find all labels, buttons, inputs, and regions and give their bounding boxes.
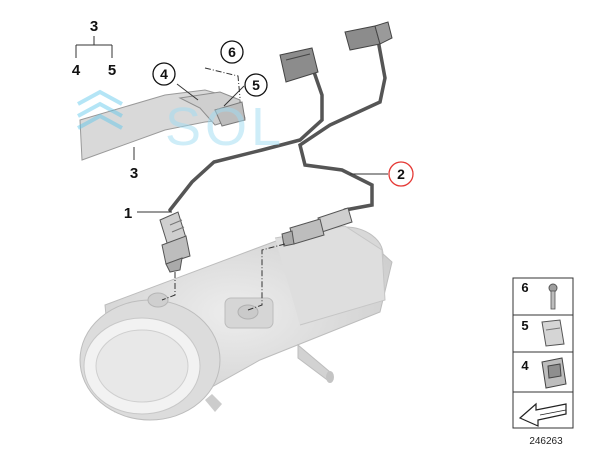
- legend-item-6-label: 6: [521, 280, 528, 295]
- callout-3: 3: [130, 165, 138, 182]
- watermark-text: SOL: [165, 97, 285, 157]
- callout-2-circled: 2: [388, 161, 414, 187]
- bolt-icon: [548, 283, 558, 310]
- svg-text:6: 6: [228, 44, 236, 60]
- group-bracket-lines: [75, 36, 113, 58]
- bracket-part: [79, 89, 246, 161]
- callout-group-3: 3: [90, 18, 98, 35]
- callout-5-circled: 5: [244, 73, 268, 97]
- clip-icon: [541, 319, 565, 347]
- legend-panel: 6 5 4: [512, 277, 574, 429]
- nut-clip-icon: [541, 357, 567, 389]
- watermark-logo: [77, 89, 123, 130]
- sensor-1-connector: [279, 47, 319, 83]
- callout-group-5: 5: [108, 62, 116, 79]
- sensor-2-cable: [298, 38, 387, 212]
- svg-text:5: 5: [252, 77, 260, 93]
- leader-lines: [133, 83, 388, 213]
- callout-6-circled: 6: [220, 40, 244, 64]
- sensor-2-connector: [344, 21, 393, 51]
- svg-text:4: 4: [160, 66, 168, 82]
- arrow-icon: [518, 402, 567, 427]
- callout-group-4: 4: [72, 62, 81, 79]
- diagram-number: 246263: [529, 436, 563, 447]
- catalytic-converter: [79, 225, 393, 421]
- legend-item-5-label: 5: [521, 318, 528, 333]
- svg-text:2: 2: [397, 166, 405, 182]
- sensor-1-cable: [168, 70, 324, 212]
- oxygen-sensor-2: [281, 207, 353, 247]
- callout-1: 1: [124, 205, 132, 222]
- callout-4-circled: 4: [152, 62, 176, 86]
- legend-item-4-label: 4: [521, 358, 529, 373]
- oxygen-sensor-1: [159, 211, 191, 273]
